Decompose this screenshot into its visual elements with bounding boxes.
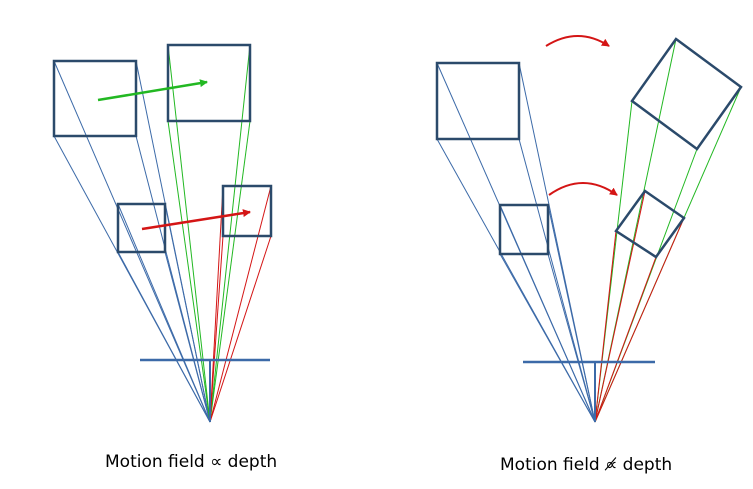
left-panel — [52, 43, 273, 423]
caption-left: Motion field ∝ depth — [105, 452, 278, 472]
right-far-square-rotated — [630, 37, 743, 151]
right-blue-rays — [436, 62, 596, 423]
right-lower-rotation-arrow — [548, 182, 618, 196]
right-far-square — [435, 61, 521, 141]
right-red-rays — [594, 190, 685, 423]
left-far-square-moved — [166, 43, 252, 123]
caption-right: Motion field ∝̸ depth — [500, 455, 673, 475]
right-panel — [435, 35, 743, 423]
left-near-square — [116, 202, 167, 254]
left-far-square — [52, 59, 138, 138]
left-red-motion-arrow — [141, 209, 251, 231]
left-near-square-moved — [221, 184, 273, 238]
right-near-square-rotated — [614, 189, 686, 259]
left-blue-rays — [53, 60, 211, 423]
right-upper-rotation-arrow — [545, 35, 610, 47]
left-green-motion-arrow — [97, 79, 208, 102]
right-near-square — [498, 203, 550, 256]
left-red-rays — [209, 185, 272, 423]
